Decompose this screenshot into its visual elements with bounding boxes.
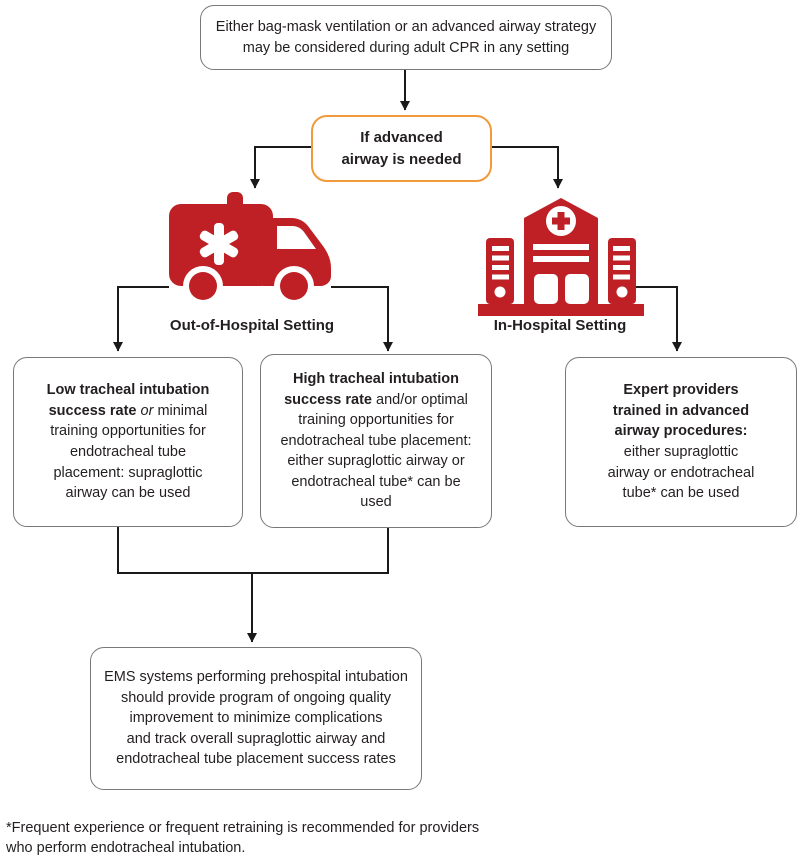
right-tower-dot [616,286,628,298]
node-expert-providers: Expert providers trained in advanced air… [565,357,797,527]
node-high-intubation-success: High tracheal intubation success rate an… [260,354,492,528]
connector-low-high-join [117,525,389,574]
hospital-base [478,304,644,316]
ambulance-icon [169,192,331,306]
node-bag-mask-text: Either bag-mask ventilation or an advanc… [215,18,597,56]
node-low-text: Low tracheal intubation success rate or … [46,382,210,502]
left-tower-dot [494,286,506,298]
hospital-left-tower [486,238,514,304]
node-decision-advanced-airway: If advanced airway is needed [311,115,492,182]
node-ems-quality-improvement: EMS systems performing prehospital intub… [90,647,422,790]
star-of-life-icon [199,223,239,265]
label-in-hospital-setting: In-Hospital Setting [493,317,627,334]
node-expert-text: Expert providers trained in advanced air… [607,382,755,502]
node-low-intubation-success: Low tracheal intubation success rate or … [13,357,243,527]
hospital-window-stripes [492,244,630,304]
footnote: *Frequent experience or frequent retrain… [6,820,480,857]
node-ems-text: EMS systems performing prehospital intub… [104,669,408,768]
hospital-door-right [565,274,589,304]
node-decision-text: If advanced airway is needed [341,129,462,168]
hospital-door-left [534,274,558,304]
rear-wheel [189,272,217,300]
connector-decision-to-in-hospital [488,146,563,189]
label-out-of-hospital-setting: Out-of-Hospital Setting [169,317,335,334]
front-wheel [280,272,308,300]
medical-cross-icon [552,212,570,230]
node-bag-mask-statement: Either bag-mask ventilation or an advanc… [200,5,612,70]
hospital-right-tower [608,238,636,304]
ambulance-window [277,226,316,249]
node-high-text: High tracheal intubation success rate an… [280,370,472,511]
connector-decision-to-out-of-hospital [250,146,311,189]
hospital-icon [478,198,644,316]
